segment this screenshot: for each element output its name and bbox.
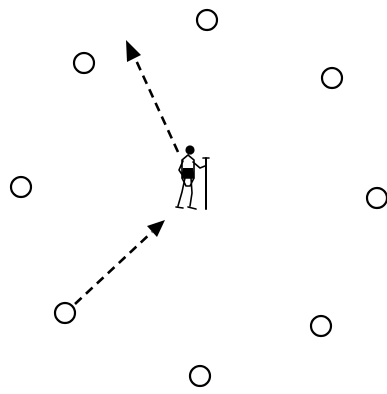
marker-top [197,10,217,30]
marker-upper-right [322,68,342,88]
dashed-arrow-to-upper-left [126,40,178,152]
walking-person-with-pole-icon [176,145,209,209]
marker-lower-right [311,316,331,336]
marker-left [11,177,31,197]
marker-lower-left [55,303,75,323]
marker-upper-left [74,53,94,73]
dashed-arrow-to-figure [75,220,165,304]
marker-bottom [190,366,210,386]
marker-right [367,188,387,208]
